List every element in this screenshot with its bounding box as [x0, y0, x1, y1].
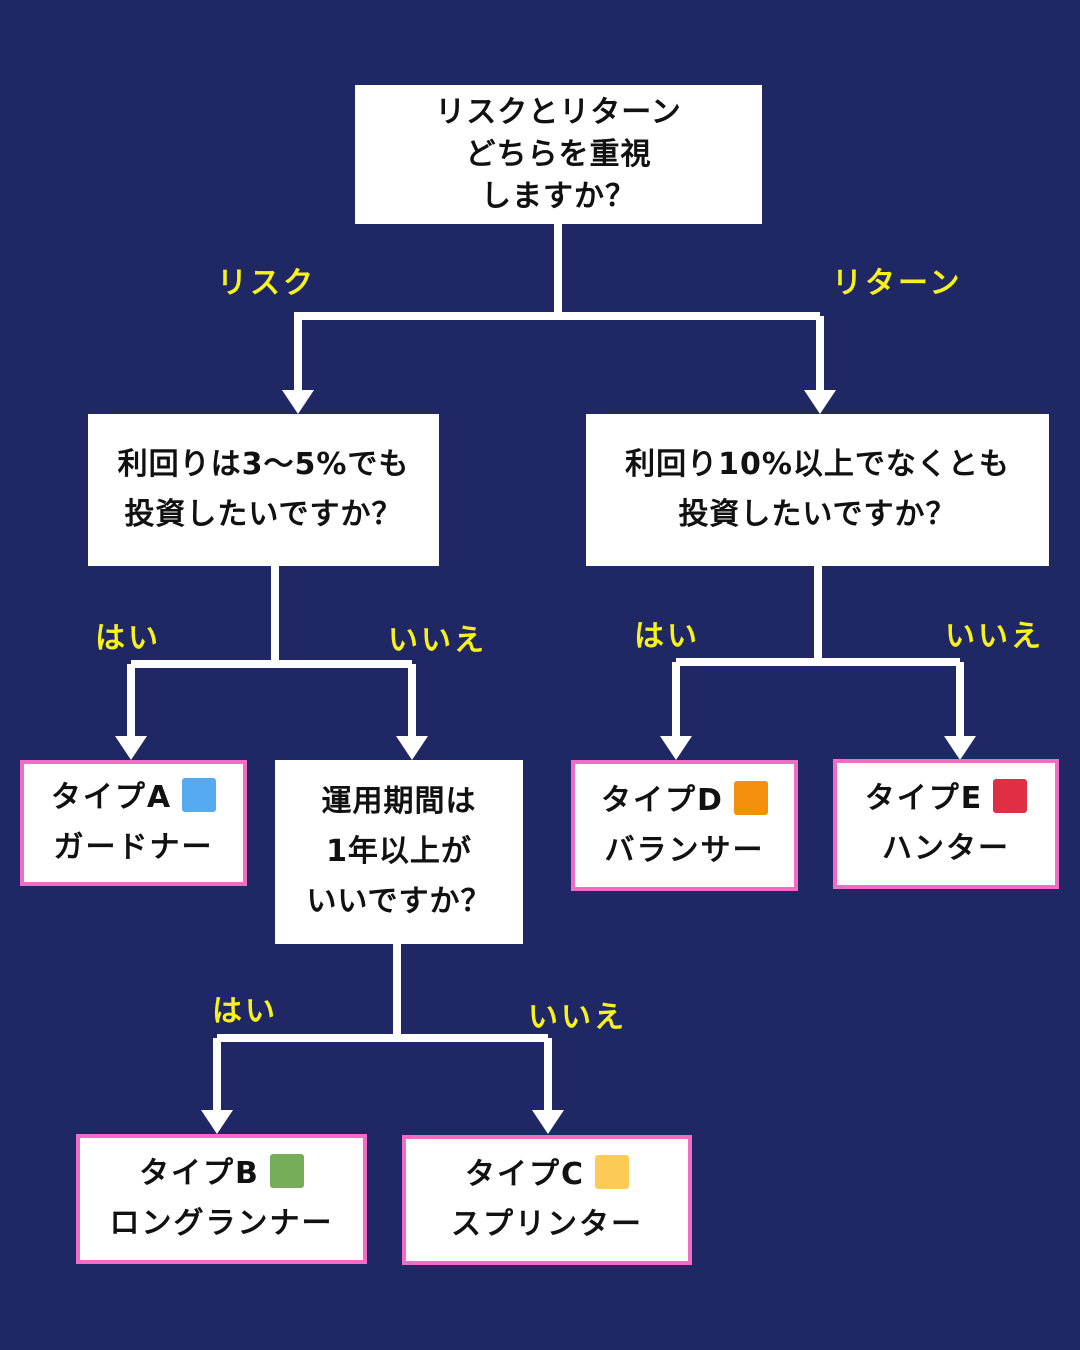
result-type-label: タイプE — [864, 781, 984, 816]
period-question-line: いいですか？ — [306, 884, 492, 919]
result-type-name: ハンター — [882, 831, 1010, 866]
arrowhead-period — [396, 736, 428, 760]
period-question-line: 1年以上が — [326, 834, 472, 869]
result-type-name: ロングランナー — [109, 1206, 334, 1241]
return-question-line: 投資したいですか？ — [678, 497, 957, 532]
result-type-b: タイプB ロングランナー — [76, 1134, 367, 1264]
result-type-name: スプリンター — [451, 1207, 643, 1242]
risk-question-line: 投資したいですか？ — [124, 497, 403, 532]
connector-period-question — [217, 944, 548, 1042]
arrowhead-return — [804, 390, 836, 414]
branch-label-return: リターン — [832, 266, 963, 301]
return-question-box: 利回り10%以上でなくとも 投資したいですか？ — [586, 414, 1049, 566]
period-question-line: 運用期間は — [321, 784, 477, 819]
connector-risk-question — [131, 566, 412, 668]
result-type-name: バランサー — [604, 832, 765, 868]
connector-root — [298, 224, 820, 320]
risk-question-box: 利回りは3〜5%でも 投資したいですか？ — [88, 414, 439, 566]
result-type-label: タイプB — [139, 1156, 260, 1191]
arrowhead-risk — [282, 390, 314, 414]
period-yes-label: はい — [212, 994, 278, 1029]
branch-label-risk: リスク — [217, 266, 316, 301]
risk-yes-label: はい — [95, 621, 161, 656]
result-type-d: タイプD バランサー — [571, 760, 798, 891]
result-type-c: タイプC スプリンター — [402, 1135, 692, 1265]
result-type-label: タイプC — [464, 1157, 586, 1192]
result-type-a: タイプA ガードナー — [20, 760, 247, 886]
arrowhead-type-a — [115, 736, 147, 760]
result-type-e: タイプE ハンター — [833, 759, 1059, 889]
arrowhead-type-e — [944, 736, 976, 760]
risk-question-line: 利回りは3〜5%でも — [117, 447, 410, 482]
period-no-label: いいえ — [528, 1000, 627, 1035]
color-swatch-orange — [733, 780, 768, 815]
root-question-box: リスクとリターン どちらを重視 しますか？ — [355, 85, 762, 224]
return-no-label: いいえ — [945, 619, 1044, 654]
arrowhead-type-c — [532, 1110, 564, 1134]
root-question-line: しますか？ — [481, 178, 636, 214]
connector-return-question — [676, 566, 960, 666]
root-question-line: どちらを重視 — [465, 136, 652, 172]
result-type-label: タイプD — [601, 782, 724, 818]
arrowhead-type-d — [660, 736, 692, 760]
result-type-label: タイプA — [50, 780, 173, 815]
root-question-line: リスクとリターン — [435, 94, 682, 130]
result-type-name: ガードナー — [53, 830, 214, 865]
color-swatch-green — [269, 1154, 304, 1188]
arrowhead-type-b — [201, 1110, 233, 1134]
return-question-line: 利回り10%以上でなくとも — [625, 447, 1010, 482]
color-swatch-blue — [182, 778, 217, 812]
color-swatch-yellow — [595, 1155, 630, 1189]
color-swatch-red — [993, 779, 1028, 813]
risk-no-label: いいえ — [388, 623, 487, 658]
period-question-box: 運用期間は 1年以上が いいですか？ — [275, 760, 523, 944]
return-yes-label: はい — [634, 619, 700, 654]
